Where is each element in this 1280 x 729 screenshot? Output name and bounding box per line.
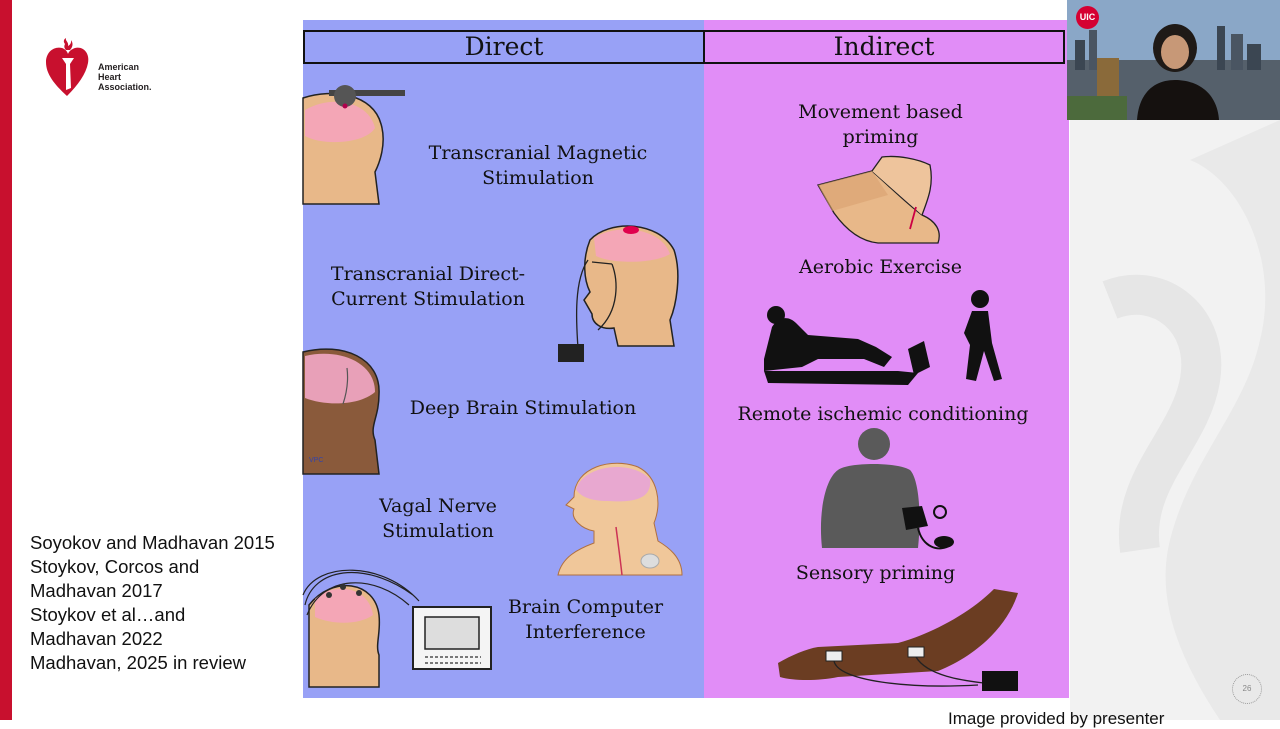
remote-ischemic-label: Remote ischemic conditioning <box>737 403 1029 425</box>
uic-badge: UIC <box>1076 6 1099 29</box>
vns-label: Vagal Nerve Stimulation <box>379 495 497 542</box>
vpc-label: VPC <box>309 457 323 464</box>
faded-logo-watermark <box>1102 120 1280 720</box>
bci-illustration <box>302 569 492 688</box>
dbs-head-illustration: VPC <box>302 348 380 475</box>
heart-torch-icon <box>46 38 89 96</box>
background-decoration <box>1070 120 1280 720</box>
reference-line: Madhavan 2022 <box>30 628 163 649</box>
indirect-header: Indirect <box>703 30 1065 64</box>
arm-stimulation-illustration <box>778 589 1018 691</box>
presenter-video[interactable] <box>1067 0 1280 120</box>
image-credit-caption: Image provided by presenter <box>948 709 1165 728</box>
tms-head-illustration <box>302 85 405 205</box>
direct-header: Direct <box>303 30 705 64</box>
dbs-label: Deep Brain Stimulation <box>409 397 637 419</box>
aerobic-exercise-label: Aerobic Exercise <box>798 256 963 278</box>
reference-line: Stoykov et al…and <box>30 604 186 625</box>
foot-illustration <box>817 155 940 244</box>
logo-wordmark: American Heart Association. <box>98 62 152 92</box>
reference-line: Soyokov and Madhavan 2015 <box>30 532 275 553</box>
priming-methods-figure: Direct Indirect Transcranial Magnetic St… <box>302 20 1069 698</box>
tdcs-label: Transcranial Direct- Current Stimulation <box>330 263 526 310</box>
presenter-video-frame <box>1067 0 1280 120</box>
bp-cuff-illustration <box>820 428 954 550</box>
sensory-priming-label: Sensory priming <box>795 562 956 584</box>
reference-line: Madhavan 2017 <box>30 580 163 601</box>
vns-head-illustration <box>557 462 683 576</box>
movement-priming-label: Movement based priming <box>798 101 963 148</box>
tms-label: Transcranial Magnetic Stimulation <box>428 142 648 189</box>
reference-line: Stoykov, Corcos and <box>30 556 200 577</box>
bci-label: Brain Computer Interference <box>507 596 664 643</box>
aha-logo: American Heart Association. <box>44 38 174 98</box>
exercise-illustration <box>764 290 1002 385</box>
tdcs-head-illustration <box>558 225 679 362</box>
references-list: Soyokov and Madhavan 2015 Stoykov, Corco… <box>30 531 300 675</box>
left-accent-bar <box>0 0 12 720</box>
reference-line: Madhavan, 2025 in review <box>30 652 246 673</box>
slide-number: 26 <box>1232 674 1262 704</box>
